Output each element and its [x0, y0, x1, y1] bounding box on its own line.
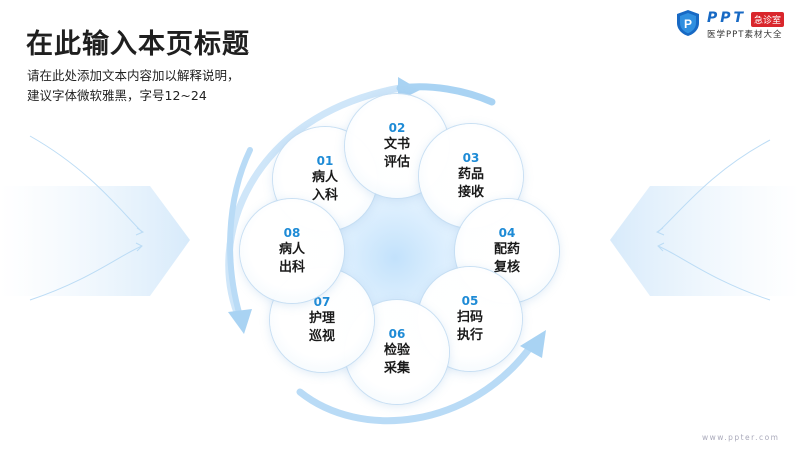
step-03-label-2: 接收	[457, 185, 484, 200]
cycle-arrow-left	[227, 147, 253, 334]
step-02-label-2: 评估	[383, 155, 410, 170]
brand-subtitle: 医学PPT素材大全	[707, 30, 783, 40]
step-01-label-2: 入科	[311, 188, 338, 203]
brand-ppt-text: PPT	[707, 10, 747, 26]
step-02-label-1: 文书	[383, 137, 410, 152]
step-05-label-2: 执行	[456, 328, 483, 343]
right-chevron-decoration	[610, 139, 800, 301]
step-01-label-1: 病人	[311, 170, 338, 185]
step-08-node: 08 病人 出科	[240, 199, 344, 303]
step-06-label-1: 检验	[383, 343, 410, 358]
step-05-number: 05	[461, 294, 479, 308]
step-06-label-2: 采集	[383, 361, 410, 376]
step-04-label-2: 复核	[493, 260, 520, 275]
svg-text:P: P	[684, 17, 692, 31]
step-04-number: 04	[498, 226, 516, 240]
footer-watermark: www.ppter.com	[702, 433, 780, 442]
step-03-number: 03	[462, 151, 480, 165]
brand-tag: 急诊室	[751, 12, 785, 27]
step-03-node: 03 药品 接收	[419, 124, 523, 228]
description: 请在此处添加文本内容加以解释说明， 建议字体微软雅黑，字号12~24	[27, 66, 240, 106]
step-07-label-1: 护理	[308, 311, 335, 326]
step-03-label-1: 药品	[457, 167, 484, 182]
step-04-label-1: 配药	[493, 242, 520, 257]
cycle-arrow-bottom	[296, 330, 546, 425]
step-08-number: 08	[283, 226, 301, 240]
step-01-number: 01	[316, 154, 334, 168]
description-line-2: 建议字体微软雅黑，字号12~24	[27, 88, 207, 103]
step-06-number: 06	[388, 327, 406, 341]
step-08-label-1: 病人	[278, 242, 305, 257]
brand-logo: P PPT 急诊室 医学PPT素材大全	[676, 7, 794, 41]
step-07-number: 07	[313, 295, 331, 309]
step-02-number: 02	[388, 121, 406, 135]
description-line-1: 请在此处添加文本内容加以解释说明，	[27, 68, 240, 83]
step-08-label-2: 出科	[278, 260, 305, 275]
step-07-label-2: 巡视	[308, 329, 335, 344]
step-05-label-1: 扫码	[456, 310, 483, 325]
page-title: 在此输入本页标题	[26, 29, 250, 60]
shield-p-icon: P	[677, 10, 699, 36]
left-chevron-decoration	[0, 135, 190, 301]
